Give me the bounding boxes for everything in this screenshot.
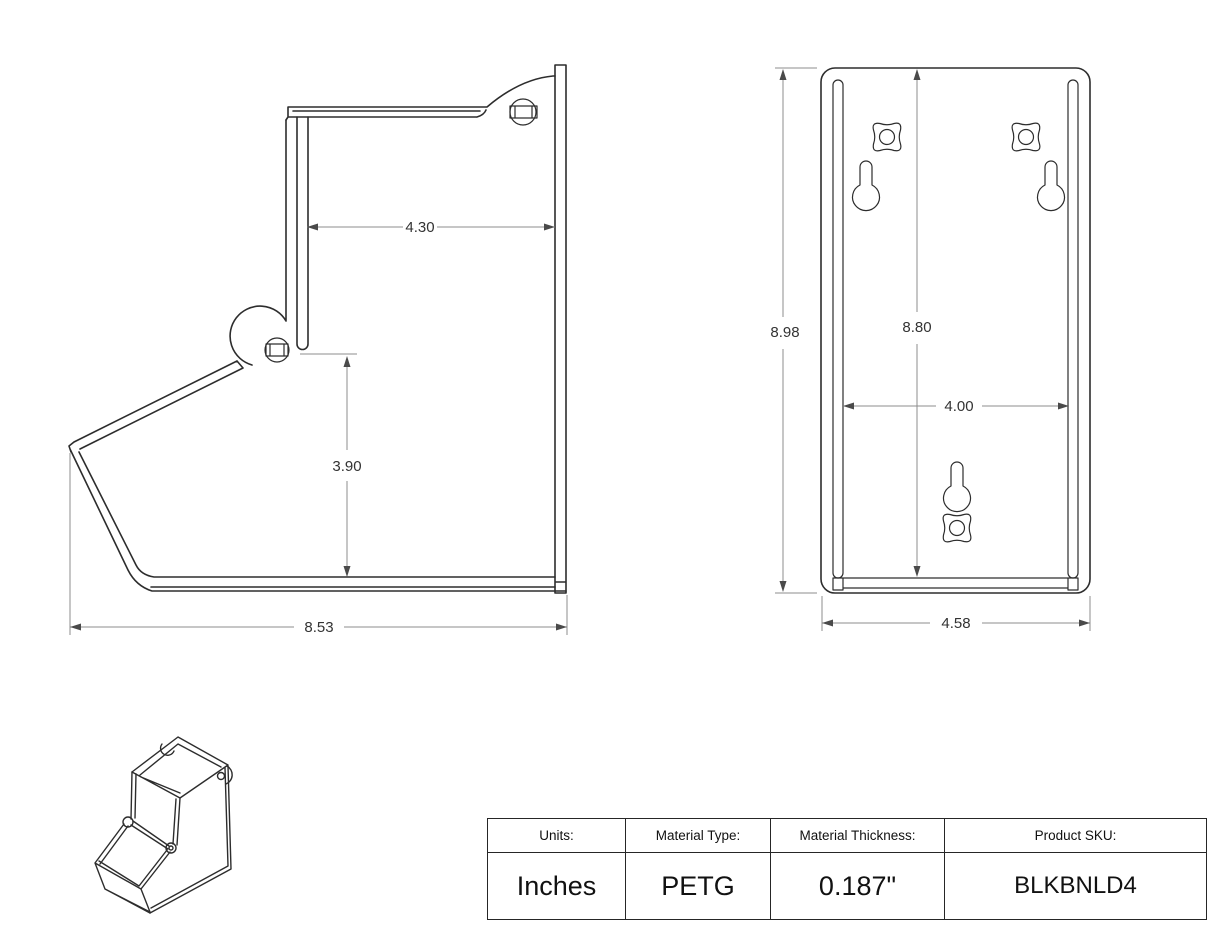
- iso-upper-box: [130, 771, 181, 850]
- side-scoop-outline: [68, 360, 567, 592]
- dimension-opening-height: 3.90: [300, 353, 362, 577]
- arrowhead-up: [779, 69, 787, 80]
- clip-hole: [878, 128, 896, 146]
- front-outline: [820, 67, 1091, 594]
- dimension-line: [300, 353, 357, 576]
- arrowhead-left: [843, 402, 854, 410]
- clip-outline: [942, 513, 972, 543]
- dimension-overall-height: 8.98: [770, 67, 817, 594]
- value-product-sku: BLKBNLD4: [945, 853, 1206, 919]
- side-hinge-boss-slot: [265, 343, 289, 357]
- arrowhead-down: [779, 581, 787, 592]
- dimension-inner-height: 8.80: [902, 69, 932, 577]
- iso-scoop: [94, 823, 171, 914]
- side-hinge-boss: [264, 337, 290, 363]
- clip-outline: [1011, 122, 1041, 152]
- iso-back-plate: [149, 765, 232, 914]
- side-profile-view: 4.30 3.90 8.53: [68, 64, 568, 636]
- clip-hole: [948, 519, 966, 537]
- clip-outline: [872, 122, 902, 152]
- iso-hinge-boss-hole: [168, 845, 174, 851]
- side-top-boss: [509, 98, 538, 126]
- dimension-label: 8.98: [770, 324, 799, 341]
- arrowhead-right: [1079, 619, 1090, 627]
- header-product-sku: Product SKU:: [945, 819, 1206, 853]
- arrowhead-right: [1058, 402, 1069, 410]
- arrowhead-right: [544, 223, 555, 231]
- dimension-label: 4.58: [941, 615, 970, 632]
- clip-hole: [1017, 128, 1035, 146]
- dimension-overall-depth: 8.53: [69, 453, 568, 636]
- iso-keyhole-ear-notch: [159, 743, 175, 756]
- side-top-lid: [285, 75, 556, 121]
- arrowhead-up: [913, 69, 921, 80]
- value-material-type: PETG: [626, 853, 771, 919]
- clip-top-left: [872, 122, 902, 152]
- arrowhead-left: [70, 623, 81, 631]
- iso-top-face: [131, 736, 229, 799]
- dimension-line: [69, 453, 568, 635]
- iso-hinge-boss-right: [165, 842, 177, 854]
- value-units: Inches: [488, 853, 626, 919]
- dimension-line: [821, 596, 1091, 631]
- arrowhead-down: [913, 566, 921, 577]
- clip-bottom: [942, 513, 972, 543]
- front-right-wall-strip: [1067, 79, 1079, 579]
- title-block: Units: Material Type: Material Thickness…: [487, 818, 1207, 920]
- back-plate-view: 8.98 8.80 4.00 4.58: [770, 67, 1091, 632]
- arrowhead-right: [556, 623, 567, 631]
- dimension-label: 8.53: [304, 619, 333, 636]
- keyhole-slot-top-right: [1036, 160, 1066, 212]
- arrowhead-left: [822, 619, 833, 627]
- keyhole-slot-top-left: [851, 160, 881, 212]
- header-material-thickness: Material Thickness:: [771, 819, 945, 853]
- dimension-inner-depth: 4.30: [307, 219, 555, 236]
- arrowhead-up: [343, 356, 351, 367]
- header-material-type: Material Type:: [626, 819, 771, 853]
- arrowhead-down: [343, 566, 351, 577]
- side-top-boss-slot: [509, 105, 538, 119]
- side-hinge-boss-circle: [264, 337, 290, 363]
- header-units: Units:: [488, 819, 626, 853]
- isometric-view: [94, 736, 233, 914]
- dimension-label: 4.00: [944, 398, 973, 415]
- arrowhead-left: [307, 223, 318, 231]
- clip-top-right: [1011, 122, 1041, 152]
- side-front-wall: [229, 116, 309, 366]
- front-left-wall-strip: [832, 79, 844, 579]
- keyhole-slot-bottom: [942, 461, 972, 513]
- dimension-inner-width: 4.00: [843, 398, 1069, 415]
- value-material-thickness: 0.187": [771, 853, 945, 919]
- dimension-label: 4.30: [405, 219, 434, 236]
- dimension-label: 8.80: [902, 319, 931, 336]
- iso-ear-hole: [216, 771, 226, 781]
- front-floor-bar: [832, 577, 1079, 591]
- dimension-line: [775, 67, 817, 594]
- side-back-plate: [554, 64, 567, 594]
- dimension-label: 3.90: [332, 458, 361, 475]
- dimension-overall-width: 4.58: [821, 596, 1091, 632]
